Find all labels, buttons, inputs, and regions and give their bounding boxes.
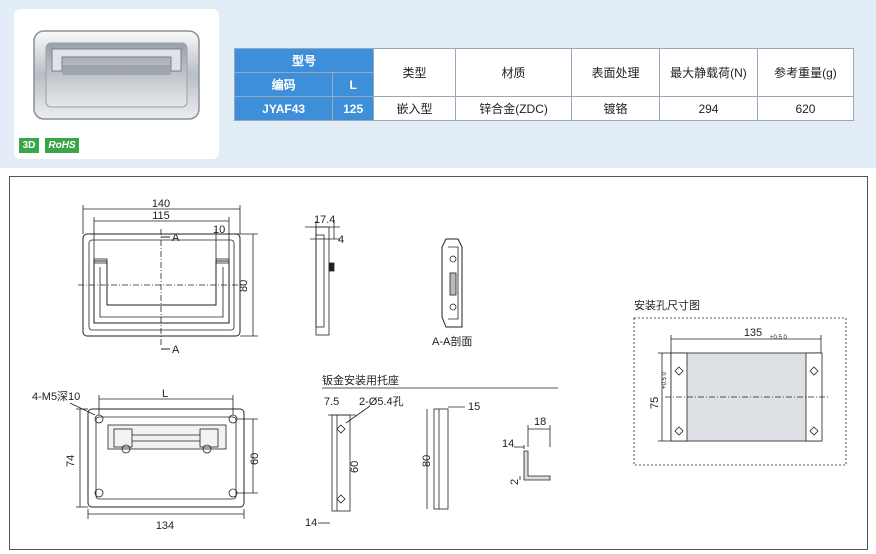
type-cell: 嵌入型 <box>372 96 457 121</box>
l-header: L <box>332 72 374 97</box>
section-label: A-A剖面 <box>432 334 472 348</box>
mount-cutout <box>658 335 828 442</box>
front-view <box>78 205 258 350</box>
material-header: 材质 <box>455 48 572 97</box>
dim-2: 2 <box>509 479 521 485</box>
dim-74: 74 <box>65 455 77 467</box>
handle-photo-illustration <box>33 30 200 120</box>
section-mark-bottom: A <box>172 344 180 356</box>
bracket-title: 钣金安装用托座 <box>322 373 399 387</box>
3d-badge: 3D <box>19 138 39 153</box>
dim-60-bottom: 60 <box>249 453 261 465</box>
dim-80-bracket: 80 <box>421 455 433 467</box>
dim-4: 4 <box>338 234 344 246</box>
bracket-front-view <box>318 405 371 524</box>
dim-140: 140 <box>152 198 170 210</box>
dim-14-bracket: 14 <box>305 517 317 529</box>
load-cell: 294 <box>658 96 758 121</box>
dim-17-4: 17.4 <box>314 214 335 226</box>
material-cell: 锌合金(ZDC) <box>455 96 572 121</box>
type-header: 类型 <box>372 48 457 97</box>
tol-135: +0.5 0 <box>770 335 788 341</box>
dim-60-bracket: 60 <box>349 461 361 473</box>
section-view <box>441 238 463 328</box>
load-header: 最大静载荷(N) <box>658 48 758 97</box>
mount-title: 安装孔尺寸图 <box>634 298 700 312</box>
dim-80: 80 <box>238 280 250 292</box>
dim-115: 115 <box>152 210 170 222</box>
model-header: 型号 <box>234 48 374 73</box>
code-header: 编码 <box>233 72 334 97</box>
bracket-side-view <box>426 406 465 510</box>
dim-75: 75 <box>649 397 661 409</box>
technical-drawing-panel: 140 115 10 A A 80 17.4 4 A-A剖面 <box>9 176 868 550</box>
hole-note: 2-Ø5.4孔 <box>359 395 404 408</box>
dim-10: 10 <box>213 224 225 236</box>
product-photo <box>14 9 219 159</box>
dim-18: 18 <box>534 416 546 428</box>
weight-header: 参考重量(g) <box>756 48 855 97</box>
dim-134: 134 <box>156 520 174 532</box>
dim-7-5: 7.5 <box>324 396 339 408</box>
thread-note: 4-M5深10 <box>32 390 80 403</box>
dim-14-detail: 14 <box>502 438 514 450</box>
surface-cell: 镀铬 <box>570 96 660 121</box>
section-mark-top: A <box>172 232 180 244</box>
tol-75: +0.5 0 <box>662 371 668 389</box>
bracket-detail-view <box>514 425 551 481</box>
technical-drawing: 140 115 10 A A 80 17.4 4 A-A剖面 <box>32 198 847 532</box>
dim-L: L <box>162 388 168 400</box>
rohs-badge: RoHS <box>45 138 79 153</box>
weight-cell: 620 <box>756 96 855 121</box>
side-view <box>305 221 340 336</box>
dim-15: 15 <box>468 401 480 413</box>
surface-header: 表面处理 <box>570 48 660 97</box>
bottom-view <box>69 395 258 519</box>
spec-table: 型号 类型 材质 表面处理 最大静载荷(N) 参考重量(g) 编码 L JYAF… <box>233 48 855 121</box>
code-cell: JYAF43 <box>233 96 334 121</box>
l-cell: 125 <box>332 96 374 121</box>
dim-135: 135 <box>744 327 762 339</box>
mount-diagram-border <box>633 317 847 466</box>
